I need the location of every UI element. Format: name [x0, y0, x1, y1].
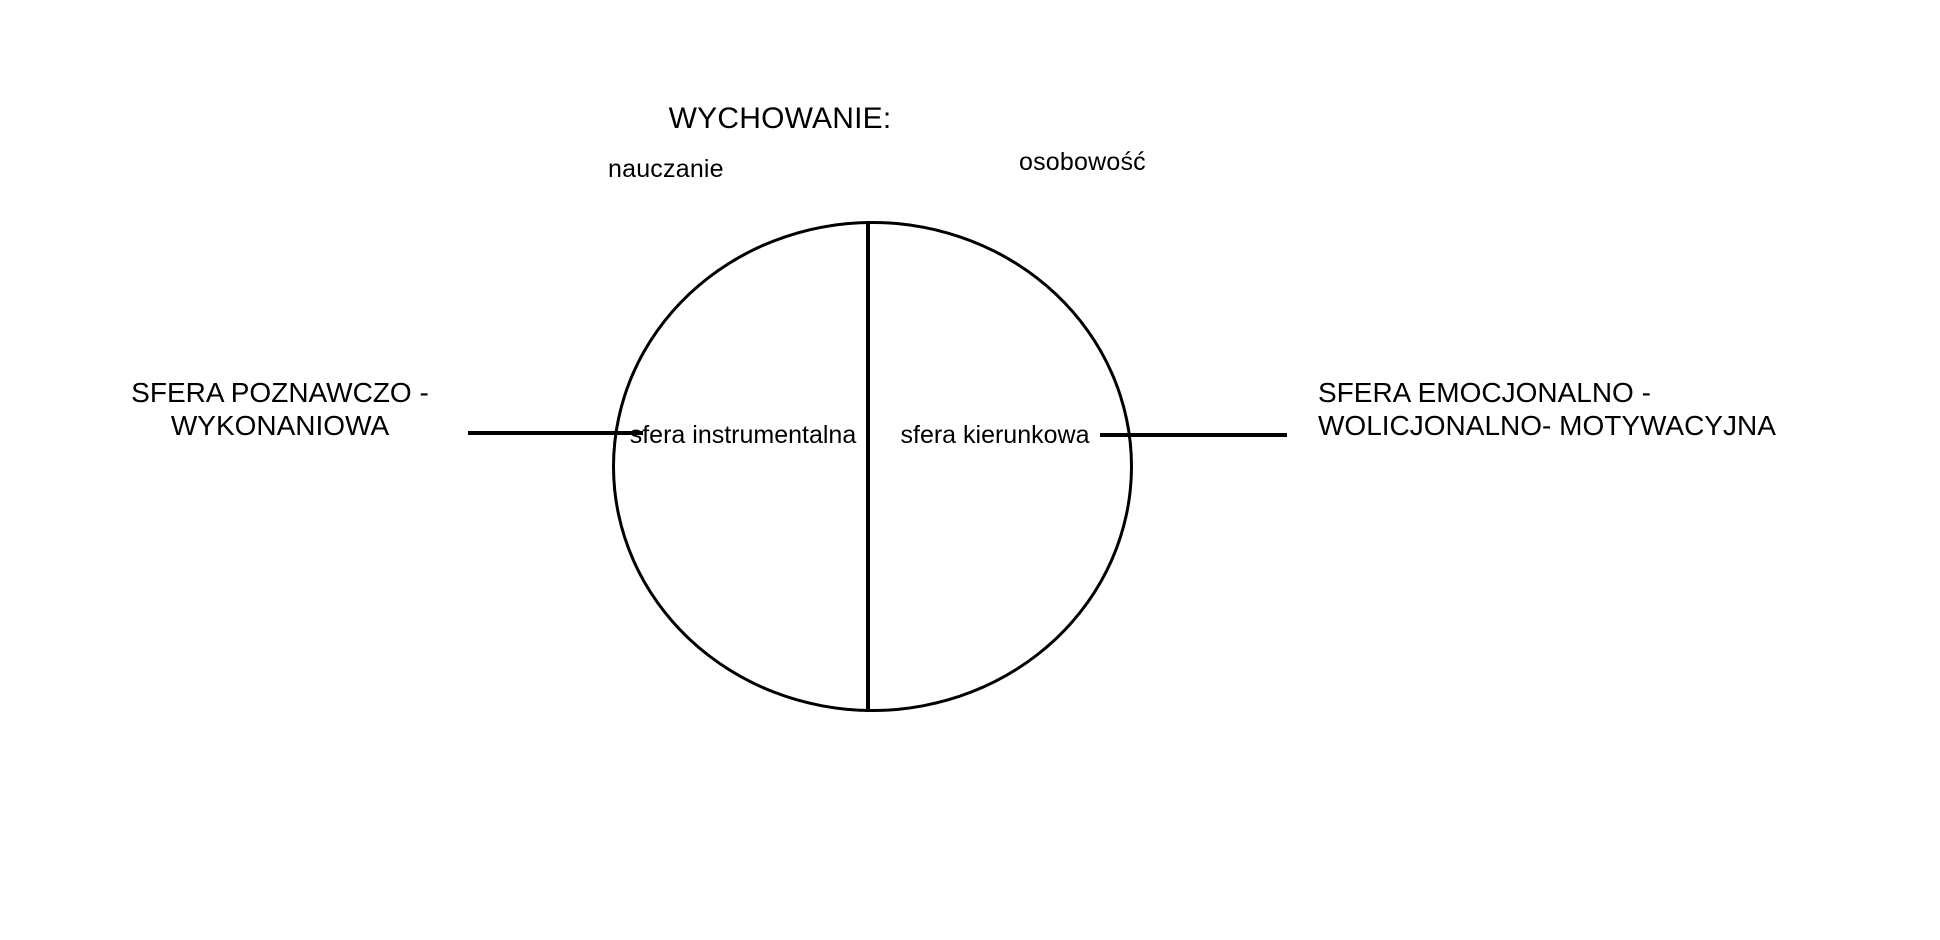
circle-left-half-label: sfera instrumentalna	[629, 421, 857, 449]
circle-vertical-divider	[866, 221, 870, 712]
diagram-title: WYCHOWANIE:	[668, 102, 892, 135]
circle-right-half-label: sfera kierunkowa	[900, 421, 1090, 449]
side-label-left: SFERA POZNAWCZO - WYKONANIOWA	[131, 377, 429, 441]
subtitle-right-osobowosc: osobowość	[1019, 148, 1146, 176]
leader-line-right	[1100, 433, 1287, 437]
side-label-right: SFERA EMOCJONALNO - WOLICJONALNO- MOTYWA…	[1318, 377, 1776, 441]
leader-line-left	[468, 431, 643, 435]
circle-outline	[612, 221, 1133, 712]
subtitle-left-nauczanie: nauczanie	[608, 155, 724, 183]
